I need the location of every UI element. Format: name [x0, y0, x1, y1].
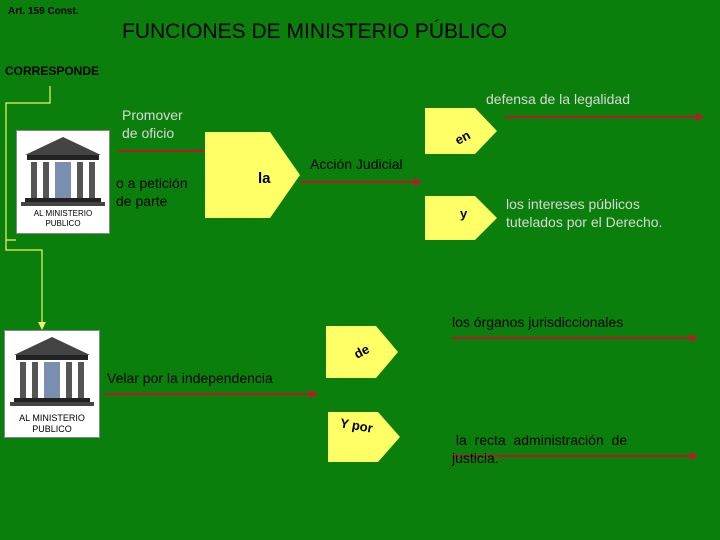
label-de-parte: de parte	[116, 193, 168, 209]
label-de-oficio: de oficio	[122, 125, 175, 141]
label-recta-line1: la recta administración de	[452, 432, 628, 448]
label-recta-line2: justicia.	[452, 450, 499, 466]
connector-word-la: la	[258, 170, 271, 187]
arrow-organos-head	[690, 334, 698, 342]
label-intereses-line1: los intereses públicos	[506, 196, 640, 212]
label-organos-jurisdiccionales: los órganos jurisdiccionales	[452, 314, 624, 330]
label-defensa-legalidad: defensa de la legalidad	[486, 91, 631, 107]
arrow-velar-head	[310, 390, 318, 398]
chevron-en	[425, 108, 497, 154]
label-promover: Promover	[122, 107, 183, 123]
label-accion-judicial: Acción Judicial	[310, 156, 403, 172]
connector-down-arrowhead	[38, 322, 46, 330]
label-peticion: o a petición	[116, 175, 188, 191]
ministerio-building-image-top: AL MINISTERIO PUBLICO	[16, 130, 110, 234]
chevron-ypor	[328, 412, 400, 462]
courthouse-icon	[21, 137, 105, 206]
building-caption-line2: PUBLICO	[45, 219, 81, 228]
building-caption-line1: AL MINISTERIO	[33, 209, 93, 218]
label-intereses-line2: tutelados por el Derecho.	[506, 214, 663, 230]
arrow-accion-head	[414, 178, 422, 186]
chevron-y	[425, 196, 497, 240]
connector-word-y: y	[460, 206, 468, 221]
connector-top	[5, 86, 51, 241]
chevron-de	[326, 326, 398, 378]
connector-down	[5, 240, 43, 326]
building-caption-line2: PUBLICO	[32, 424, 72, 434]
chevron-la	[205, 132, 300, 218]
building-caption-line1: AL MINISTERIO	[19, 413, 85, 423]
courthouse-icon	[10, 337, 94, 406]
constitution-reference: Art. 159 Const.	[8, 6, 79, 17]
arrow-defensa-head	[696, 113, 704, 121]
arrow-recta-head	[690, 452, 698, 460]
ministerio-building-image-bottom: AL MINISTERIO PUBLICO	[4, 330, 100, 438]
label-velar: Velar por la independencia	[107, 370, 273, 386]
page-title: FUNCIONES DE MINISTERIO PÚBLICO	[122, 20, 508, 43]
lead-word: CORRESPONDE	[5, 64, 100, 78]
